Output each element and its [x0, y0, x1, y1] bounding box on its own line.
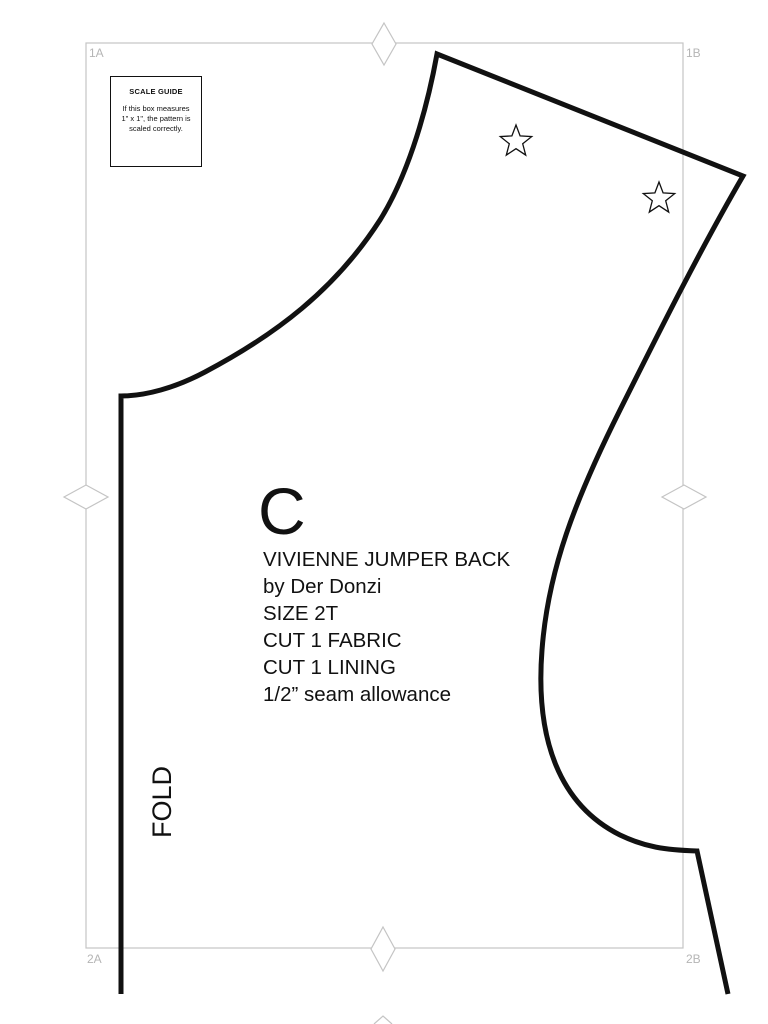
scale-guide-box: SCALE GUIDE If this box measures 1" x 1"… — [110, 76, 202, 167]
scale-guide-line-3: scaled correctly. — [129, 124, 183, 133]
tile-label-1a: 1A — [89, 46, 104, 60]
scale-guide-line-1: If this box measures — [122, 104, 190, 113]
scale-guide-note: If this box measures 1" x 1", the patter… — [117, 104, 195, 134]
scale-guide-title: SCALE GUIDE — [129, 87, 183, 96]
piece-size: SIZE 2T — [263, 602, 339, 625]
piece-letter: C — [258, 474, 306, 548]
piece-seam-allowance: 1/2” seam allowance — [263, 683, 452, 706]
piece-cut-lining: CUT 1 LINING — [263, 656, 396, 679]
pattern-piece-outline — [118, 50, 747, 995]
piece-name: VIVIENNE JUMPER BACK — [263, 548, 511, 571]
fold-label: FOLD — [147, 765, 177, 838]
tile-label-2b: 2B — [686, 952, 701, 966]
piece-designer: by Der Donzi — [263, 575, 382, 598]
piece-info: VIVIENNE JUMPER BACK by Der Donzi SIZE 2… — [263, 546, 510, 708]
diamond-icon-bottom-edge — [373, 1015, 393, 1024]
tile-label-2a: 2A — [87, 952, 102, 966]
scale-guide-line-2: 1" x 1", the pattern is — [121, 114, 191, 123]
diamond-icon-top — [371, 21, 397, 67]
star-icon-1 — [498, 123, 534, 157]
piece-cut-fabric: CUT 1 FABRIC — [263, 629, 402, 652]
diamond-icon-right — [660, 484, 708, 510]
diamond-icon-left — [62, 484, 110, 510]
star-icon-2 — [641, 180, 677, 214]
diamond-icon-bottom — [370, 925, 396, 973]
tile-label-1b: 1B — [686, 46, 701, 60]
